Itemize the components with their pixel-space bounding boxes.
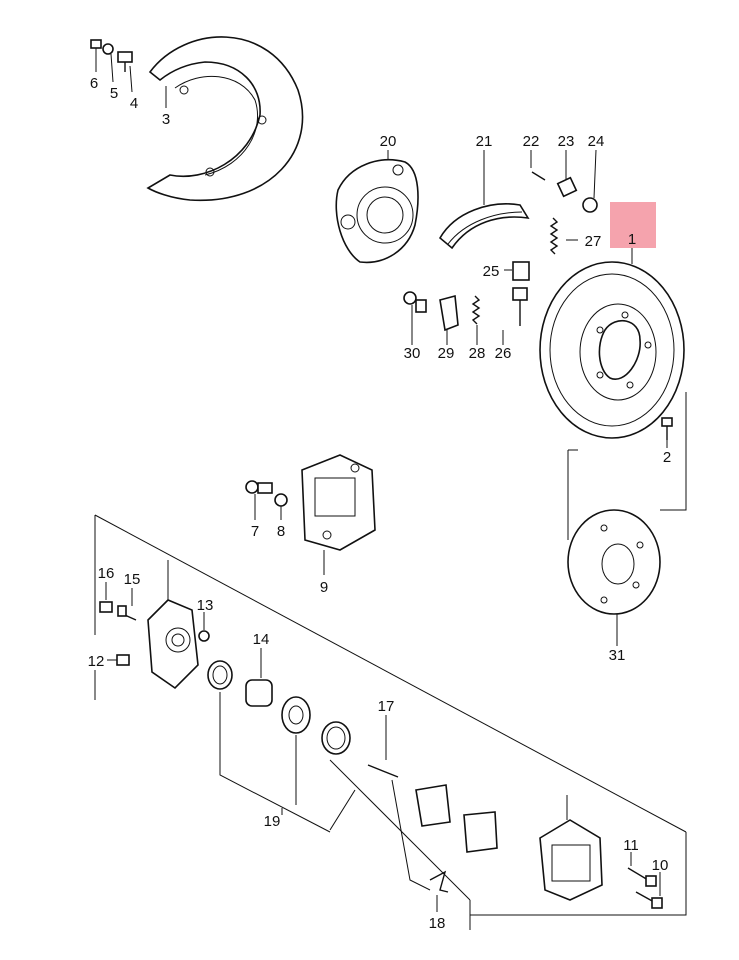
callout-5: 5: [110, 85, 118, 102]
part-14-sleeve[interactable]: [245, 679, 273, 707]
callout-24: 24: [588, 133, 605, 150]
callout-1: 1: [628, 231, 636, 248]
part-seal-ring[interactable]: [207, 660, 233, 690]
callout-15: 15: [124, 571, 141, 588]
part-1-brake-disc[interactable]: [539, 261, 685, 439]
part-23-spring-cup[interactable]: [556, 176, 578, 198]
part-brake-pad-2[interactable]: [463, 811, 498, 853]
callout-13: 13: [197, 597, 214, 614]
callout-16: 16: [98, 565, 115, 582]
part-29-lever[interactable]: [439, 294, 459, 332]
part-brake-pad-1[interactable]: [415, 784, 451, 827]
part-31-hub[interactable]: [567, 509, 661, 615]
part-seal-ring-2[interactable]: [321, 721, 351, 755]
callout-28: 28: [469, 345, 486, 362]
callout-18: 18: [429, 915, 446, 932]
callout-23: 23: [558, 133, 575, 150]
callout-25: 25: [483, 263, 500, 280]
callout-6: 6: [90, 75, 98, 92]
part-15-bleeder[interactable]: [117, 605, 137, 621]
callout-31: 31: [609, 647, 626, 664]
callout-7: 7: [251, 523, 259, 540]
callout-21: 21: [476, 133, 493, 150]
part-5-washer[interactable]: [102, 43, 114, 55]
highlight-box-part-1[interactable]: [610, 202, 656, 248]
part-8-washer[interactable]: [274, 493, 288, 507]
callout-4: 4: [130, 95, 138, 112]
callout-27: 27: [585, 233, 602, 250]
part-caliper-lower[interactable]: [539, 819, 603, 901]
callout-2: 2: [663, 449, 671, 466]
part-6-nut[interactable]: [90, 39, 102, 49]
part-28-spring[interactable]: [471, 295, 481, 325]
part-13-nut[interactable]: [198, 630, 210, 642]
part-2-screw[interactable]: [661, 417, 673, 440]
part-16-cap[interactable]: [99, 601, 113, 613]
part-7-bolt[interactable]: [245, 480, 273, 494]
part-12-nut[interactable]: [116, 654, 130, 666]
part-11-bolt[interactable]: [627, 867, 657, 887]
part-21-brake-shoe[interactable]: [438, 203, 530, 250]
callout-17: 17: [378, 698, 395, 715]
part-18-spring-clip[interactable]: [429, 870, 449, 893]
part-30-bolt[interactable]: [403, 291, 427, 313]
part-25-adjuster-nut[interactable]: [512, 261, 530, 281]
part-4-bolt[interactable]: [117, 51, 133, 72]
part-22-pin[interactable]: [531, 171, 546, 181]
callout-12: 12: [88, 653, 105, 670]
callout-10: 10: [652, 857, 669, 874]
callout-11: 11: [623, 837, 639, 854]
callout-20: 20: [380, 133, 397, 150]
callout-3: 3: [162, 111, 170, 128]
callout-9: 9: [320, 579, 328, 596]
part-10-bolt[interactable]: [635, 891, 663, 909]
callout-19: 19: [264, 813, 281, 830]
part-bearing[interactable]: [281, 696, 311, 734]
part-27-spring[interactable]: [549, 217, 559, 255]
part-3-dust-shield[interactable]: [146, 36, 304, 202]
callout-14: 14: [253, 631, 270, 648]
callout-26: 26: [495, 345, 512, 362]
callout-30: 30: [404, 345, 421, 362]
part-24-cap[interactable]: [582, 197, 598, 213]
callout-22: 22: [523, 133, 540, 150]
part-bracket-assembly[interactable]: [147, 599, 199, 690]
part-17-pin[interactable]: [367, 764, 399, 778]
part-9-caliper[interactable]: [301, 454, 376, 551]
part-20-backing-plate[interactable]: [335, 159, 419, 264]
callout-8: 8: [277, 523, 285, 540]
callout-29: 29: [438, 345, 455, 362]
part-26-adjuster[interactable]: [512, 287, 528, 326]
